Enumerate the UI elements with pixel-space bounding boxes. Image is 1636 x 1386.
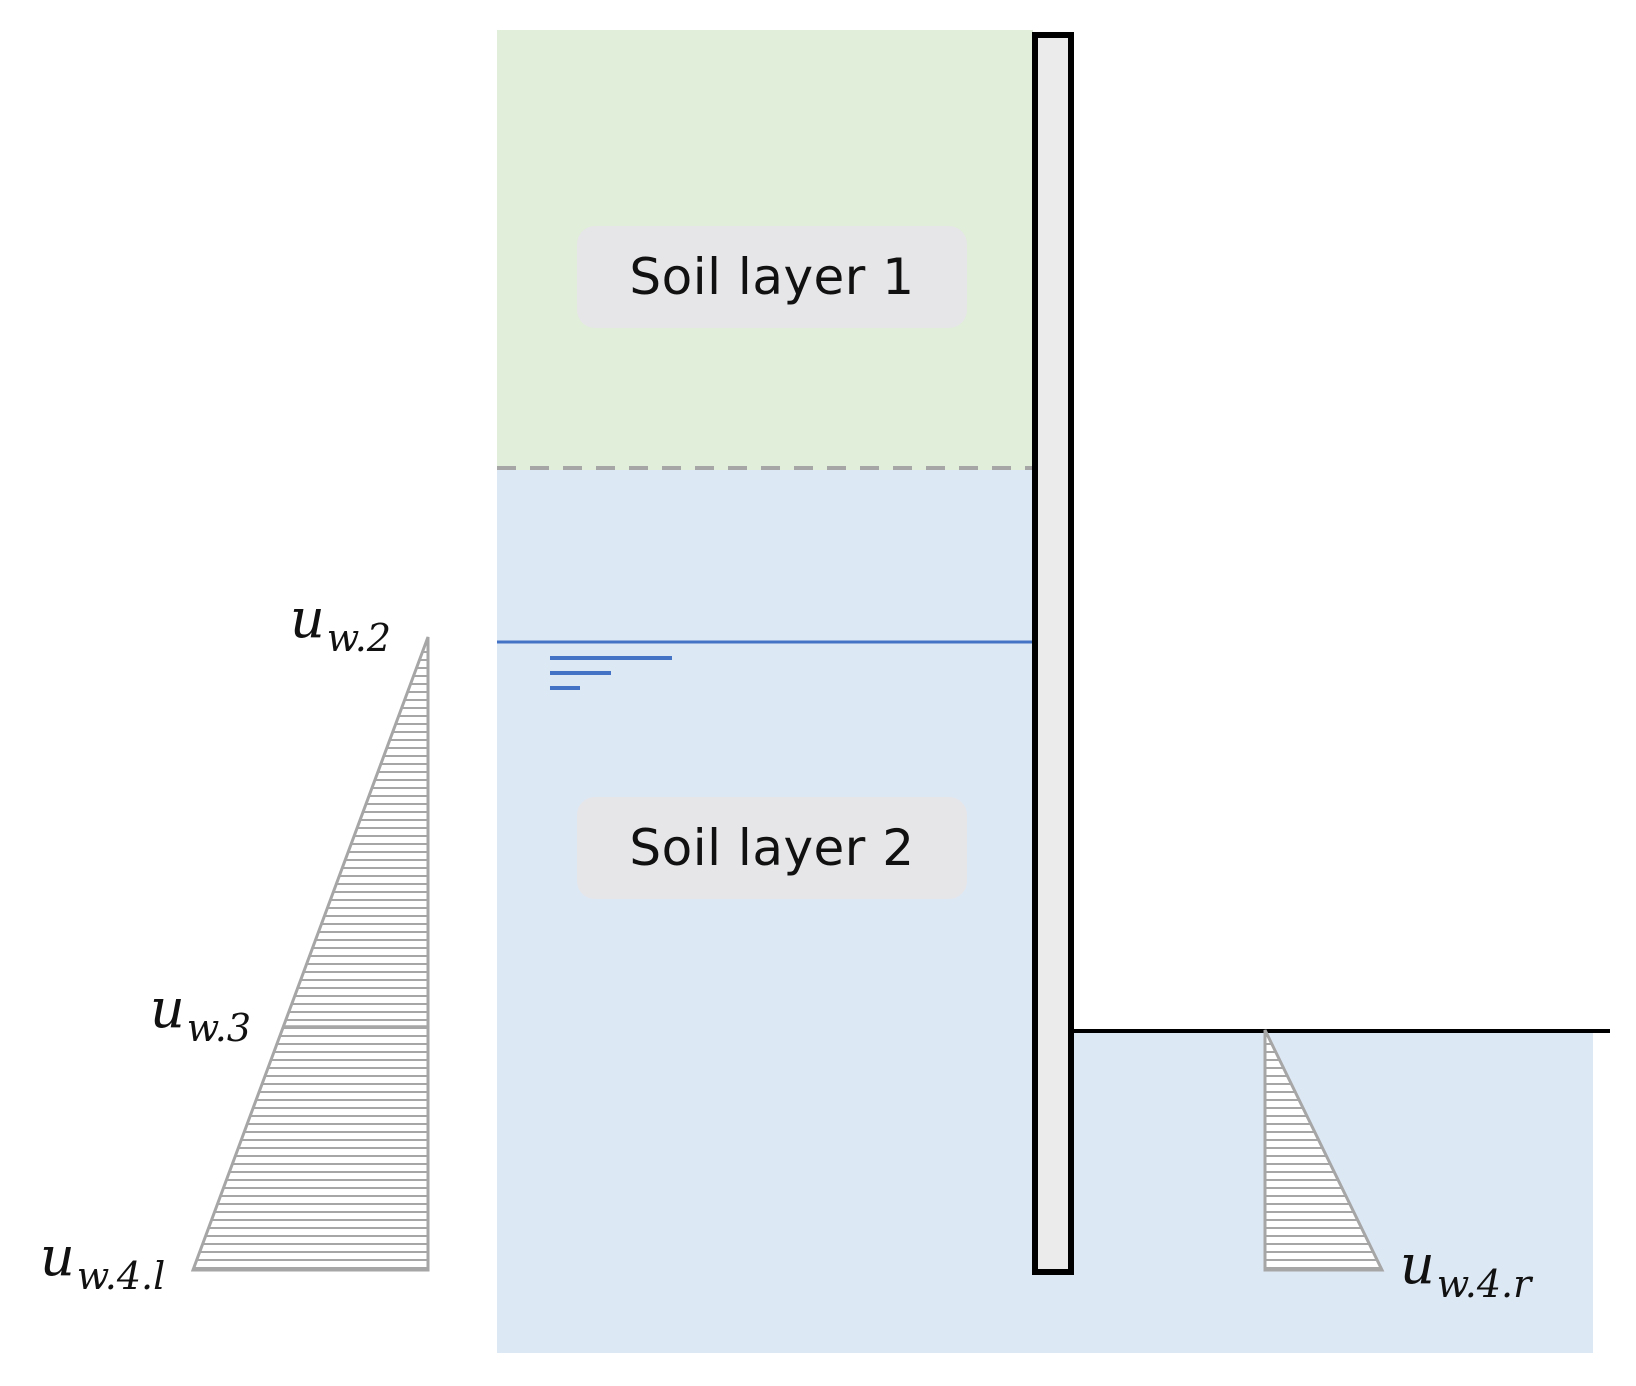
uw3-sub: w.3 [186, 1006, 252, 1050]
uw4l-base: u [40, 1225, 75, 1288]
uw4r-base: u [1400, 1233, 1435, 1296]
uw2-sub: w.2 [326, 616, 392, 660]
soil-layer-2-label: Soil layer 2 [577, 797, 967, 899]
soil-layer-2-region-left [497, 470, 1033, 1353]
soil-layer-1-label: Soil layer 1 [577, 226, 967, 328]
soil-layer-2-text: Soil layer 2 [629, 819, 915, 877]
soil-layer-1-text: Soil layer 1 [629, 248, 915, 306]
uw3-label: uw.3 [150, 982, 251, 1048]
uw3-base: u [150, 977, 185, 1040]
uw2-label: uw.2 [290, 592, 391, 658]
uw4l-label: uw.4.l [40, 1230, 165, 1296]
uw2-base: u [290, 587, 325, 650]
sheet-pile-wall [1032, 32, 1074, 1275]
uw4l-sub: w.4.l [76, 1254, 166, 1298]
left-pore-pressure-diagram [190, 636, 430, 1272]
right-pore-pressure-diagram [1263, 1029, 1385, 1272]
water-level-icon [550, 656, 672, 690]
uw4r-label: uw.4.r [1400, 1238, 1531, 1304]
uw4r-sub: w.4.r [1436, 1262, 1532, 1306]
